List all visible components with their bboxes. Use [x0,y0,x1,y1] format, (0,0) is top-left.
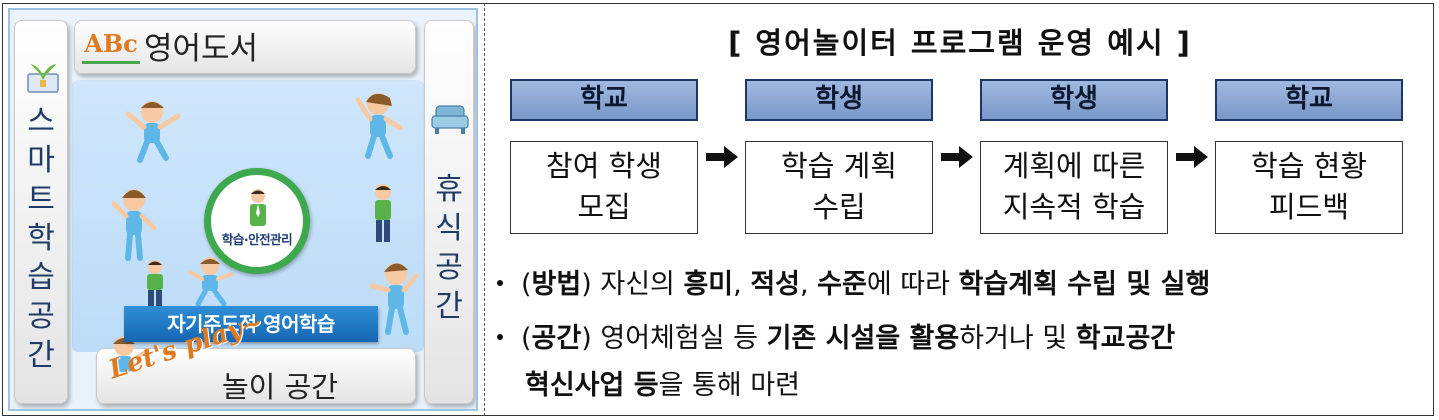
stage-4-actor: 학교 [1215,79,1403,121]
arrow-right-icon [1176,146,1208,168]
section-divider [484,3,485,416]
panel-smart-learning [14,20,68,404]
arrow-right-icon [941,146,973,168]
stage-2-actor: 학생 [745,79,933,121]
bullet-space: (공간) 영어체험실 등 기존 시설을 활용하거나 및 학교공간 [497,316,1175,355]
bullet-icon [497,333,503,340]
jumping-child-figure [369,263,419,335]
standing-boy-figure [147,260,163,306]
running-child-figure [188,257,234,307]
learning-safety-management-badge: 학습·안전관리 [204,168,310,274]
jumping-child-figure [355,93,403,159]
stage-4-task: 학습 현황 피드백 [1215,141,1403,234]
self-directed-learning-banner: 자기주도적 영어학습 [124,306,378,342]
english-playground-illustration: ABc 영어도서 놀이 공간 스 마 트 학 습 공 간 휴 식 공 간 [8,8,478,411]
stage-3-actor: 학생 [980,79,1168,121]
standing-boy-figure [375,184,391,242]
smart-learning-space-label: 스 마 트 학 습 공 간 [27,104,55,373]
play-space-label: 놀이 공간 [222,370,338,404]
teacher-icon [250,189,266,226]
diagram-title: [ 영어놀이터 프로그램 운영 예시 ] [728,26,1192,60]
panel-play-space [96,348,416,404]
bullet-method: (방법) 자신의 흥미, 적성, 수준에 따라 학습계획 수립 및 실행 [497,262,1210,301]
jumping-child-figure [125,101,181,163]
stage-2-task: 학습 계획 수립 [745,141,933,234]
panel-rest-space [424,20,474,404]
abc-book-logo: ABc [82,24,140,64]
stage-1-task: 참여 학생 모집 [510,141,698,234]
english-books-label: 영어도서 [144,31,259,67]
panel-english-books [74,20,416,74]
center-badge-label: 학습·안전관리 [221,232,293,247]
stage-1-actor: 학교 [510,79,698,121]
waving-child-figure [111,189,157,261]
bullet-space-continued: 혁신사업 등을 통해 마련 [525,370,800,401]
outer-frame [2,3,1434,416]
sofa-icon [431,105,469,134]
rest-space-label: 휴 식 공 간 [435,172,463,324]
plant-tablet-icon [27,64,59,93]
stage-3-task: 계획에 따른 지속적 학습 [980,141,1168,234]
bullet-icon [497,279,503,286]
arrow-right-icon [706,146,738,168]
